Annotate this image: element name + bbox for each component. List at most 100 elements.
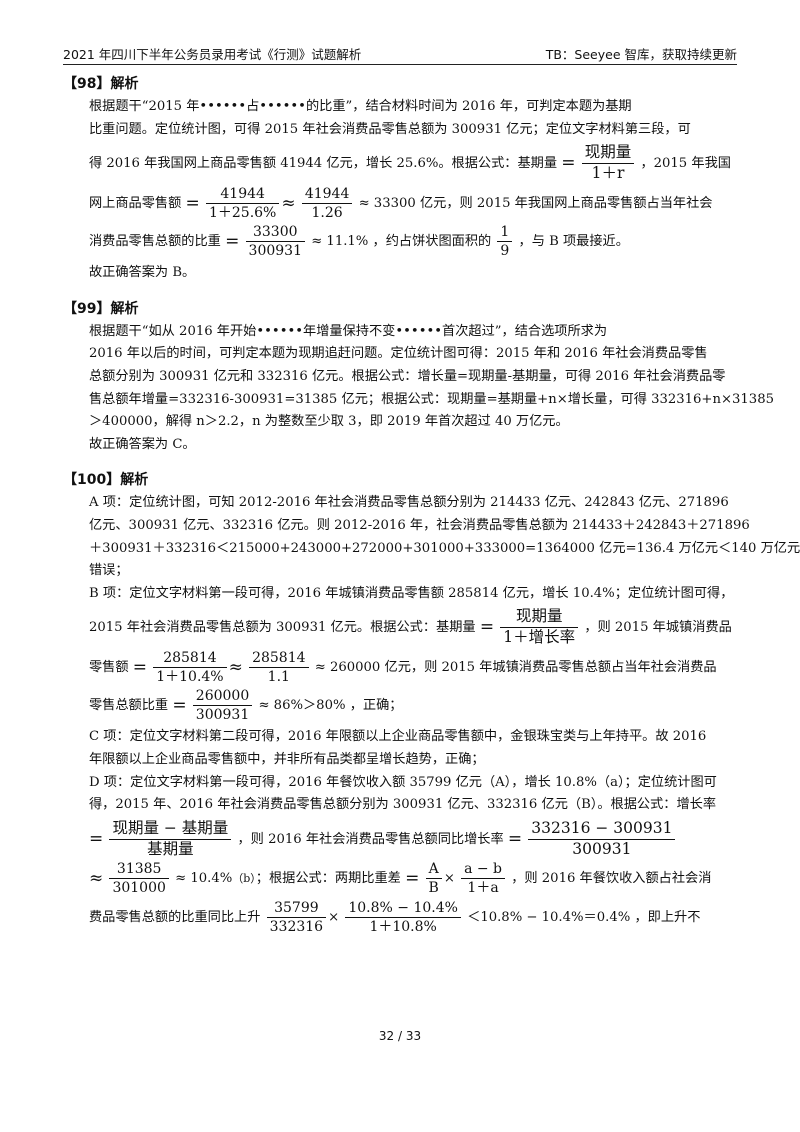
fraction: 现期量 1＋增长率 [500, 607, 579, 647]
section-q99: 【99】解析 根据题干“如从 2016 年开始••••••年增量保持不变••••… [63, 299, 774, 457]
text-segment: ，即上升不 [634, 909, 701, 925]
text-line: 根据题干“如从 2016 年开始••••••年增量保持不变••••••首次超过”… [89, 323, 608, 339]
page-header: 2021 年四川下半年公务员录用考试《行测》试题解析 TB：Seeyee 智库，… [63, 42, 737, 65]
fraction-numerator: 285814 [153, 650, 227, 669]
fraction-denominator: 301000 [112, 880, 166, 897]
math-label: （b） [232, 872, 256, 886]
formula-line: 费品零售总额的比重同比上升 35799 332316 × 10.8% − 10.… [89, 899, 701, 935]
text-segment: 亿元，则 2015 年我国网上商品零售额占当年社会 [419, 195, 713, 211]
fraction: 1 9 [497, 224, 513, 260]
fraction-numerator: 41944 [301, 186, 353, 204]
section-q98: 【98】解析 根据题干“2015 年••••••占••••••的比重”，结合材料… [63, 74, 743, 285]
section-q100: 【100】解析 A 项：定位统计图，可知 2012-2016 年社会消费品零售总… [63, 470, 800, 935]
formula-line: 网上商品零售额 = 41944 1＋25.6% ≈ 41944 1.26 ≈ 3… [89, 185, 713, 221]
fraction: 285814 1.1 [249, 650, 309, 686]
fraction-numerator: A [425, 861, 442, 880]
math-value: ≈ 10.4% [175, 871, 233, 887]
text-segment: 零售额 [89, 660, 129, 676]
fraction-denominator: 1.26 [311, 204, 343, 221]
text-segment: 零售总额比重 [89, 698, 169, 714]
fraction-denominator: 1＋10.4% [156, 669, 224, 686]
fraction: 现期量 1＋r [581, 143, 635, 183]
text-segment: 2015 年社会消费品零售总额为 300931 亿元。根据公式：基期量 [89, 620, 476, 636]
text-segment: ，则 2015 年城镇消费品 [584, 620, 732, 636]
text-line: C 项：定位文字材料第二段可得，2016 年限额以上企业商品零售额中，金银珠宝类… [89, 729, 707, 745]
fraction: 10.8% − 10.4% 1＋10.8% [345, 900, 461, 935]
answer-text: 故正确答案为 C。 [89, 436, 196, 452]
text-segment: ，则 2016 年社会消费品零售总额同比增长率 [237, 831, 504, 847]
fraction: 332316 − 300931 300931 [528, 819, 676, 859]
text-line: 年限额以上企业商品零售额中，并非所有品类都呈增长趋势，正确； [89, 751, 485, 767]
text-line: 2016 年以后的时间，可判定本题为现期追赶问题。定位统计图可得：2015 年和… [89, 346, 708, 362]
section-title: 【98】解析 [63, 76, 139, 92]
section-title: 【100】解析 [63, 472, 149, 489]
text-segment: ，2015 年我国 [640, 156, 731, 171]
text-line: B 项：定位文字材料第一段可得，2016 年城镇消费品零售额 285814 亿元… [89, 585, 734, 601]
fraction-numerator: 41944 [205, 186, 280, 204]
formula-line: = 现期量 − 基期量 基期量 ，则 2016 年社会消费品零售总额同比增长率 … [89, 819, 743, 859]
text-segment: ，约占饼状图面积的 [372, 234, 492, 250]
fraction: 现期量 − 基期量 基期量 [109, 819, 232, 859]
fraction-denominator: 基期量 [147, 839, 194, 858]
fraction-numerator: 10.8% − 10.4% [345, 900, 461, 918]
fraction-numerator: 现期量 [500, 607, 579, 629]
text-segment: 网上商品零售额 [89, 195, 182, 211]
text-line: D 项：定位文字材料第一段可得，2016 年餐饮收入额 35799 亿元（A），… [89, 774, 717, 790]
fraction: 35799 332316 [266, 900, 327, 935]
math-value: ≈ 260000 [314, 660, 381, 676]
formula-line: 零售总额比重 = 260000 300931 ≈ 86%＞80% ，正确； [89, 688, 403, 724]
fraction-numerator: 33300 [245, 224, 305, 243]
answer-text: 故正确答案为 B。 [89, 265, 196, 281]
fraction-denominator: 300931 [195, 707, 250, 724]
fraction-denominator: 1＋25.6% [208, 204, 277, 221]
fraction-numerator: 285814 [249, 650, 309, 669]
fraction-denominator: 332316 [269, 918, 324, 935]
fraction: A B [425, 861, 442, 897]
text-line: ＞400000，解得 n＞2.2，n 为整数至少取 3，即 2019 年首次超过… [89, 414, 569, 430]
fraction-numerator: 260000 [192, 688, 253, 707]
section-title: 【99】解析 [63, 300, 139, 317]
text-segment: ；根据公式：两期比重差 [255, 871, 401, 887]
fraction: 41944 1.26 [301, 186, 353, 221]
fraction-denominator: 1＋a [467, 880, 499, 897]
fraction-denominator: B [428, 880, 439, 897]
math-value: ≈ 33300 [358, 195, 416, 211]
text-line: 根据题干“2015 年••••••占••••••的比重”，结合材料时间为 201… [89, 99, 632, 114]
fraction: a − b 1＋a [461, 861, 506, 897]
fraction-numerator: 35799 [266, 900, 327, 918]
fraction: 41944 1＋25.6% [205, 186, 280, 221]
fraction-denominator: 1＋r [591, 164, 625, 182]
math-value: ≈ 11.1% [311, 234, 369, 250]
fraction-numerator: 1 [497, 224, 513, 243]
text-segment: 费品零售总额的比重同比上升 [89, 909, 261, 925]
math-value: ＜10.8% − 10.4%＝0.4% [467, 909, 631, 925]
text-segment: 得 2016 年我国网上商品零售额 41944 亿元，增长 25.6%。根据公式… [89, 156, 558, 171]
text-line: ＋300931＋332316＜215000+243000+272000+3010… [89, 540, 800, 556]
text-line: 比重问题。定位统计图，可得 2015 年社会消费品零售总额为 300931 亿元… [89, 121, 691, 137]
fraction-numerator: 31385 [109, 861, 169, 880]
text-line: 得，2015 年、2016 年社会消费品零售总额分别为 300931 亿元、33… [89, 797, 717, 813]
text-line: A 项：定位统计图，可知 2012-2016 年社会消费品零售总额分别为 214… [89, 495, 729, 511]
math-value: ≈ 86%＞80% [258, 698, 346, 714]
fraction-denominator: 9 [500, 243, 510, 260]
fraction: 31385 301000 [109, 861, 169, 897]
fraction-denominator: 1.1 [267, 669, 290, 686]
page-content: 【98】解析 根据题干“2015 年••••••占••••••的比重”，结合材料… [63, 74, 800, 949]
fraction-denominator: 300931 [248, 243, 302, 260]
formula-line: ≈ 31385 301000 ≈ 10.4%（b）；根据公式：两期比重差 = A… [89, 861, 712, 897]
text-segment: 消费品零售总额的比重 [89, 234, 221, 250]
fraction: 285814 1＋10.4% [153, 650, 227, 686]
formula-line: 消费品零售总额的比重 = 33300 300931 ≈ 11.1% ，约占饼状图… [89, 224, 629, 260]
formula-line: 零售额 = 285814 1＋10.4% ≈ 285814 1.1 ≈ 2600… [89, 649, 717, 686]
text-line: 错误； [89, 563, 129, 579]
text-line: 售总额年增量=332316-300931=31385 亿元；根据公式：现期量=基… [89, 391, 774, 407]
text-segment: ，正确； [349, 698, 403, 714]
fraction: 260000 300931 [192, 688, 253, 724]
text-segment: 亿元，则 2015 年城镇消费品零售总额占当年社会消费品 [384, 660, 717, 676]
fraction-numerator: a − b [461, 861, 506, 880]
formula-line: 得 2016 年我国网上商品零售额 41944 亿元，增长 25.6%。根据公式… [89, 143, 731, 183]
header-source: TB：Seeyee 智库，获取持续更新 [545, 47, 737, 62]
fraction-denominator: 1＋增长率 [503, 628, 576, 647]
text-line: 总额分别为 300931 亿元和 332316 亿元。根据公式：增长量=现期量-… [89, 368, 726, 384]
fraction-numerator: 现期量 [581, 143, 635, 164]
